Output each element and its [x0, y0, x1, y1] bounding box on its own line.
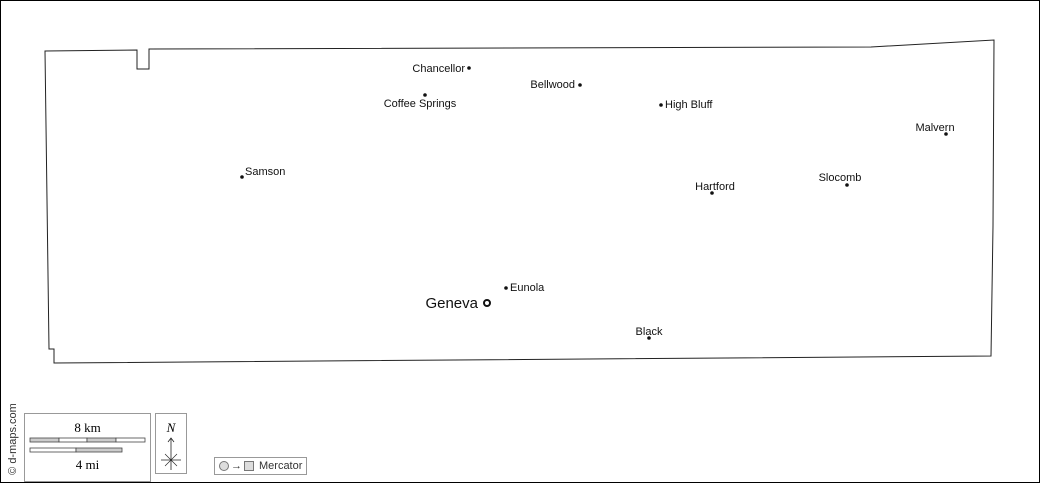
projection-legend: → Mercator — [214, 457, 308, 475]
town-slocomb: Slocomb — [819, 172, 862, 187]
town-samson: Samson — [240, 166, 285, 179]
svg-text:High Bluff: High Bluff — [665, 99, 713, 111]
projection-arrow: → — [231, 460, 242, 472]
town-chancellor: Chancellor — [412, 63, 471, 75]
svg-text:Hartford: Hartford — [695, 181, 735, 193]
svg-text:Geneva: Geneva — [425, 295, 478, 312]
flat-map-icon — [244, 461, 254, 471]
scale-bars — [29, 437, 146, 453]
town-eunola: Eunola — [504, 282, 545, 294]
credit-text: © d-maps.com — [7, 403, 19, 475]
svg-text:Chancellor: Chancellor — [412, 63, 465, 75]
capital-geneva: Geneva — [425, 295, 491, 312]
scale-mi-label: 4 mi — [75, 457, 100, 472]
town-hartford: Hartford — [695, 181, 735, 195]
globe-icon — [219, 461, 229, 471]
north-label: N — [166, 420, 176, 435]
svg-text:Samson: Samson — [245, 166, 285, 178]
scale-bar: 8 km 4 mi — [24, 413, 151, 482]
town-coffee-springs: Coffee Springs — [384, 93, 457, 110]
scale-km-label: 8 km — [74, 420, 101, 435]
town-black: Black — [636, 326, 663, 340]
svg-text:Malvern: Malvern — [915, 122, 954, 134]
svg-text:Eunola: Eunola — [510, 282, 545, 294]
svg-text:Black: Black — [636, 326, 663, 338]
town-bellwood: Bellwood — [530, 79, 582, 91]
svg-text:Coffee Springs: Coffee Springs — [384, 98, 457, 110]
compass-icon — [161, 437, 181, 470]
svg-text:Bellwood: Bellwood — [530, 79, 575, 91]
town-malvern: Malvern — [915, 122, 955, 136]
town-high-bluff: High Bluff — [659, 99, 713, 111]
county-boundary — [44, 39, 995, 364]
north-arrow: N — [155, 413, 187, 474]
projection-label: Mercator — [259, 460, 303, 472]
svg-text:Slocomb: Slocomb — [819, 172, 862, 184]
